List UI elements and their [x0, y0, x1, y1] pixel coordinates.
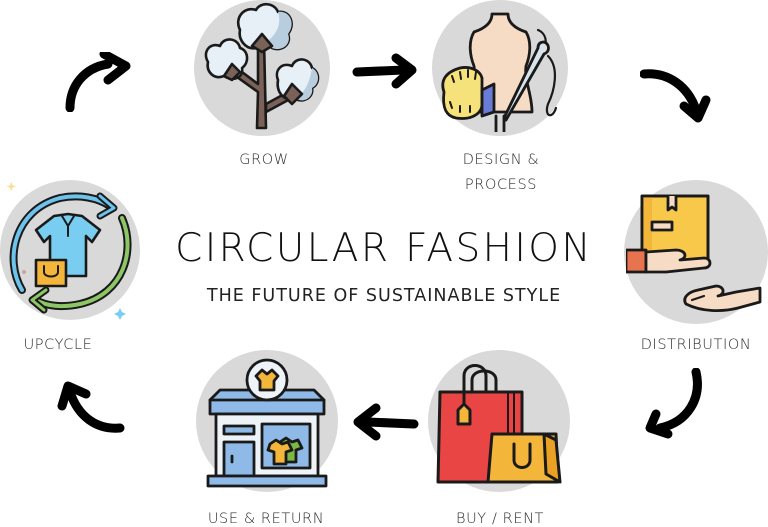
curved-arrow-up-right-icon: [65, 52, 131, 112]
stage-label-upcycle: UPCYCLE: [23, 337, 93, 353]
recycle-shirt-icon: [6, 181, 132, 320]
curved-arrow-up-left-icon: [57, 381, 125, 433]
arrow-left-icon: [353, 403, 419, 441]
diagram-subtitle: THE FUTURE OF SUSTAINABLE STYLE: [206, 286, 562, 306]
clothing-store-icon: [206, 358, 328, 488]
diagram-title: CIRCULAR FASHION: [175, 226, 593, 271]
shopping-bags-icon: [436, 364, 562, 484]
package-handoff-icon: [626, 194, 762, 313]
stage-label-use: USE & RETURN: [207, 511, 325, 527]
arrow-right-icon: [352, 53, 417, 89]
cotton-plant-icon: [204, 2, 320, 130]
stage-label-buy: BUY / RENT: [455, 511, 545, 527]
stage-label-design-line1: DESIGN &: [462, 152, 540, 168]
stage-label-design-line2: PROCESS: [464, 177, 538, 193]
mannequin-needle-icon: [441, 12, 558, 132]
stage-label-distribution: DISTRIBUTION: [640, 337, 752, 353]
stage-label-grow: GROW: [239, 152, 289, 168]
curved-arrow-down-right-icon: [640, 69, 711, 123]
curved-arrow-down-left-icon: [645, 368, 702, 439]
